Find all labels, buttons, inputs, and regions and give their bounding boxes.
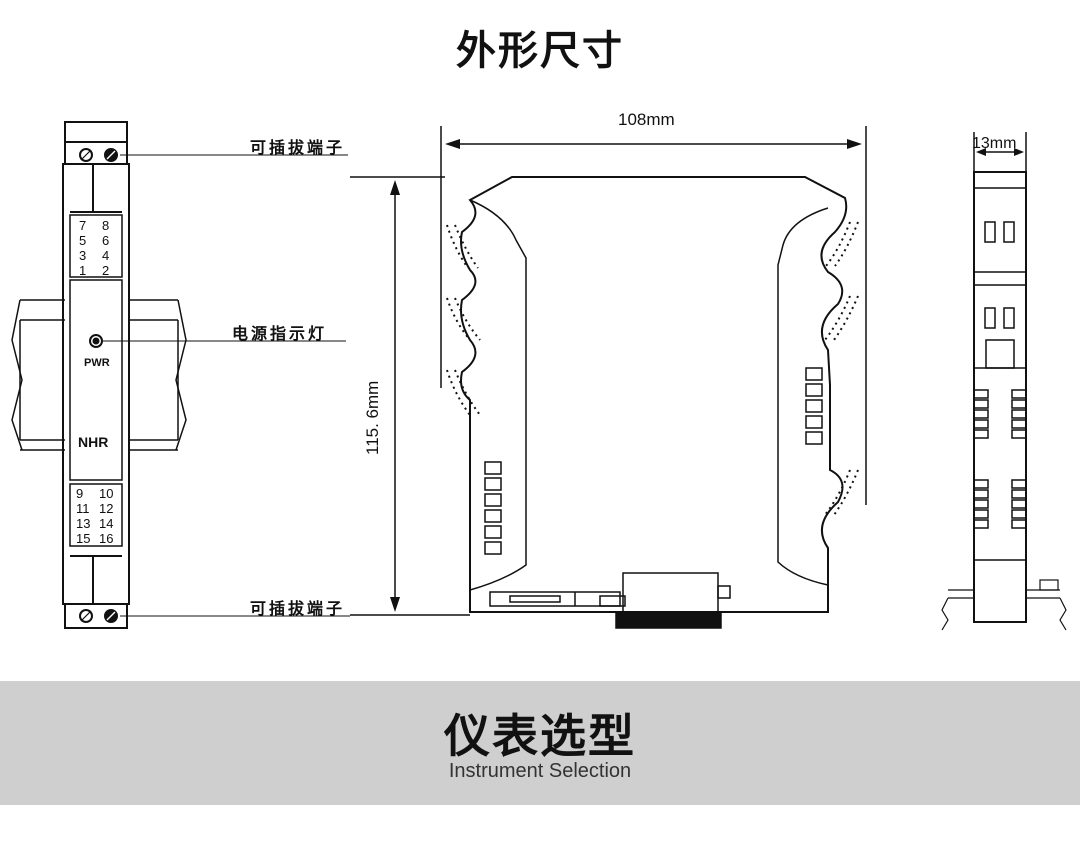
width-dimension: 13mm: [972, 135, 1016, 152]
brand-logo: NHR: [78, 434, 108, 450]
page-title: 外形尺寸: [456, 28, 624, 74]
callout-bottom-terminal: 可插拔端子: [250, 599, 346, 618]
terminal-6: 6: [102, 233, 109, 248]
terminal-13: 13: [76, 516, 90, 531]
terminal-2: 2: [102, 263, 109, 278]
terminal-15: 15: [76, 531, 90, 546]
terminal-4: 4: [102, 248, 109, 263]
end-view: [941, 132, 1067, 631]
housing-outline: [460, 176, 848, 613]
terminal-8: 8: [102, 218, 109, 233]
front-body: [62, 163, 130, 605]
din-rail: [11, 299, 187, 451]
terminal-11: 11: [76, 501, 90, 516]
terminal-1: 1: [79, 263, 86, 278]
din-clip: [489, 572, 731, 629]
terminal-7: 7: [79, 218, 86, 233]
dimension-drawing: 7 8 5 6 3 4 1 2 9 10 11 12 13 14 15 16 P…: [11, 110, 1067, 631]
terminal-16: 16: [99, 531, 113, 546]
length-dimension: 108mm: [618, 110, 675, 129]
callout-power-led: 电源指示灯: [232, 324, 328, 343]
terminal-5: 5: [79, 233, 86, 248]
terminal-10: 10: [99, 486, 113, 501]
terminal-9: 9: [76, 486, 83, 501]
section-band: [0, 681, 1080, 805]
pwr-label: PWR: [84, 357, 110, 369]
end-body: [973, 171, 1027, 623]
section-title: 仪表选型: [444, 709, 636, 763]
section-subtitle: Instrument Selection: [448, 760, 632, 782]
side-view: [350, 126, 867, 629]
height-dimension: 115. 6mm: [363, 381, 382, 455]
terminal-14: 14: [99, 516, 113, 531]
callout-top-terminal: 可插拔端子: [250, 138, 346, 157]
terminal-3: 3: [79, 248, 86, 263]
terminal-12: 12: [99, 501, 113, 516]
front-view: [11, 121, 187, 629]
